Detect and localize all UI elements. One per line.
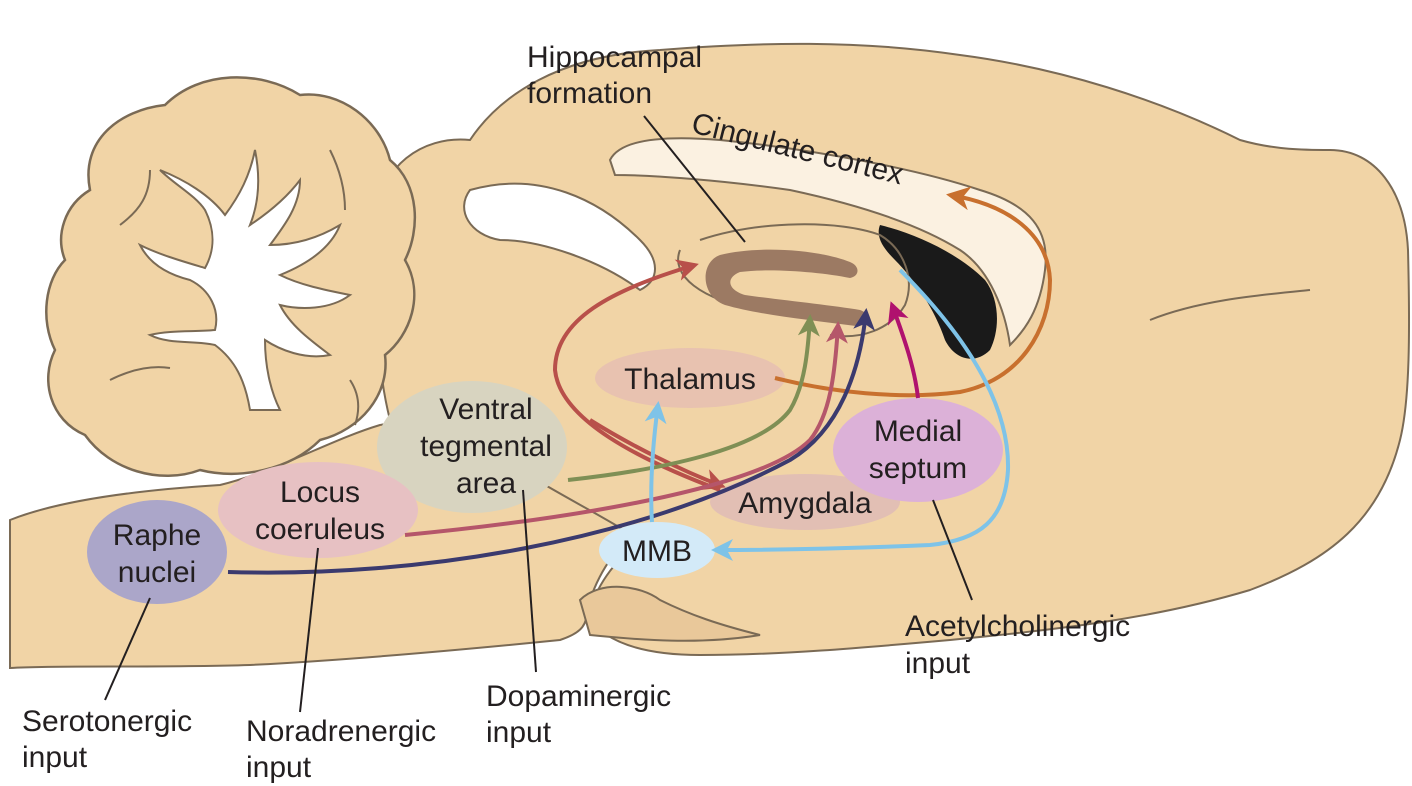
vta-label-line2: tegmental	[420, 430, 552, 463]
dopaminergic-input-label-line2: input	[486, 716, 552, 749]
medial-septum-label-line2: septum	[869, 452, 967, 485]
raphe-nuclei-label-line2: nuclei	[118, 556, 196, 589]
hippocampal-formation-label-line1: Hippocampal	[527, 41, 702, 74]
noradrenergic-input-label-line1: Noradrenergic	[246, 715, 436, 748]
locus-coeruleus-label-line2: coeruleus	[255, 513, 385, 546]
serotonergic-input-label-line1: Serotonergic	[22, 705, 192, 738]
mmb-label: MMB	[622, 535, 692, 568]
cerebellum	[46, 77, 415, 475]
acetylcholinergic-input-label-line2: input	[905, 647, 971, 680]
acetylcholinergic-input-label-line1: Acetylcholinergic	[905, 610, 1130, 643]
locus-coeruleus-label-line1: Locus	[280, 476, 360, 509]
medial-septum-label-line1: Medial	[874, 415, 962, 448]
thalamus-label: Thalamus	[624, 363, 756, 396]
amygdala-label: Amygdala	[738, 487, 872, 520]
raphe-nuclei-label-line1: Raphe	[113, 519, 201, 552]
dopaminergic-input-label-line1: Dopaminergic	[486, 680, 671, 713]
hippocampal-formation-label-line2: formation	[527, 77, 652, 110]
serotonergic-input-label-line2: input	[22, 741, 88, 774]
vta-label-line1: Ventral	[439, 393, 532, 426]
vta-label-line3: area	[456, 467, 516, 500]
noradrenergic-input-label-line2: input	[246, 751, 312, 784]
